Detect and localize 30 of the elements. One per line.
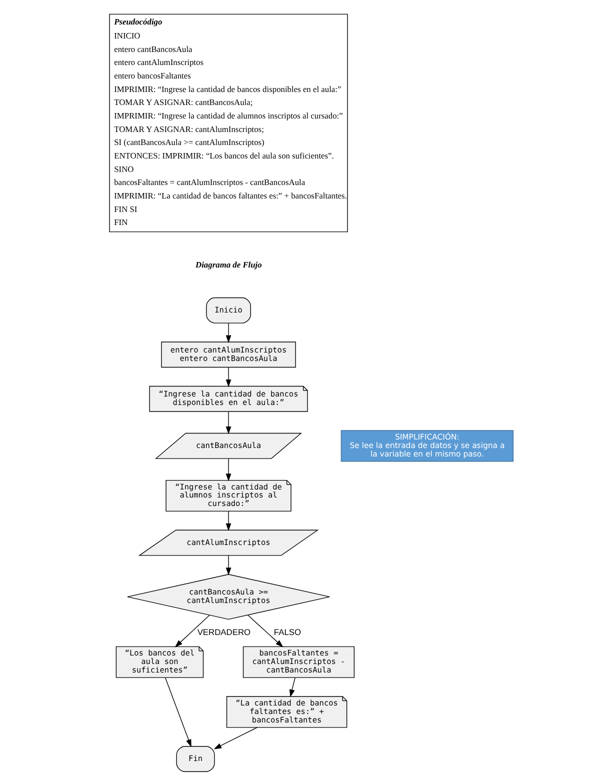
label: Pseudocódigo bbox=[114, 16, 162, 26]
arrow bbox=[226, 458, 232, 482]
arrow bbox=[226, 367, 232, 388]
label: INICIO bbox=[114, 30, 140, 40]
label: Diagrama de Flujo bbox=[196, 260, 262, 270]
label: entero cantAlumInscriptos bbox=[114, 57, 204, 68]
label: entero cantBancosAula bbox=[114, 44, 192, 54]
arrow bbox=[214, 727, 258, 750]
label: TOMAR Y ASIGNAR: cantBancosAula; bbox=[114, 97, 253, 108]
label: entero bancosFaltantes bbox=[114, 70, 191, 80]
label: TOMAR Y ASIGNAR: cantAlumInscriptos; bbox=[114, 124, 264, 134]
label: FIN bbox=[114, 217, 128, 228]
arrow bbox=[289, 677, 296, 698]
label: IMPRIMIR: “Ingrese la cantidad de alumnos inscriptos al cursado:” bbox=[114, 110, 343, 120]
label: ENTONCES: IMPRIMIR: “Los bancos del aula son suficientes”. bbox=[114, 150, 334, 160]
arrow bbox=[174, 614, 210, 648]
edge-label: FALSO bbox=[274, 627, 302, 638]
label: IMPRIMIR: “Ingrese la cantidad de bancos disponibles en el aula:” bbox=[114, 84, 342, 94]
edge-label: VERDADERO bbox=[197, 627, 251, 638]
arrow bbox=[164, 677, 192, 748]
label: bancosFaltantes = cantAlumInscriptos - cantBancosAula bbox=[114, 177, 306, 188]
arrow bbox=[226, 411, 232, 434]
label: SINO bbox=[114, 164, 134, 174]
label: IMPRIMIR: “La cantidad de bancos faltantes es:” + bancosFaltantes. bbox=[114, 190, 347, 201]
label: FIN SI bbox=[114, 204, 138, 214]
arrow bbox=[248, 614, 284, 648]
arrow bbox=[226, 555, 232, 576]
arrow bbox=[226, 511, 232, 532]
label: SI (cantBancosAula >= cantAlumInscriptos) bbox=[114, 137, 264, 148]
arrow bbox=[226, 322, 232, 343]
